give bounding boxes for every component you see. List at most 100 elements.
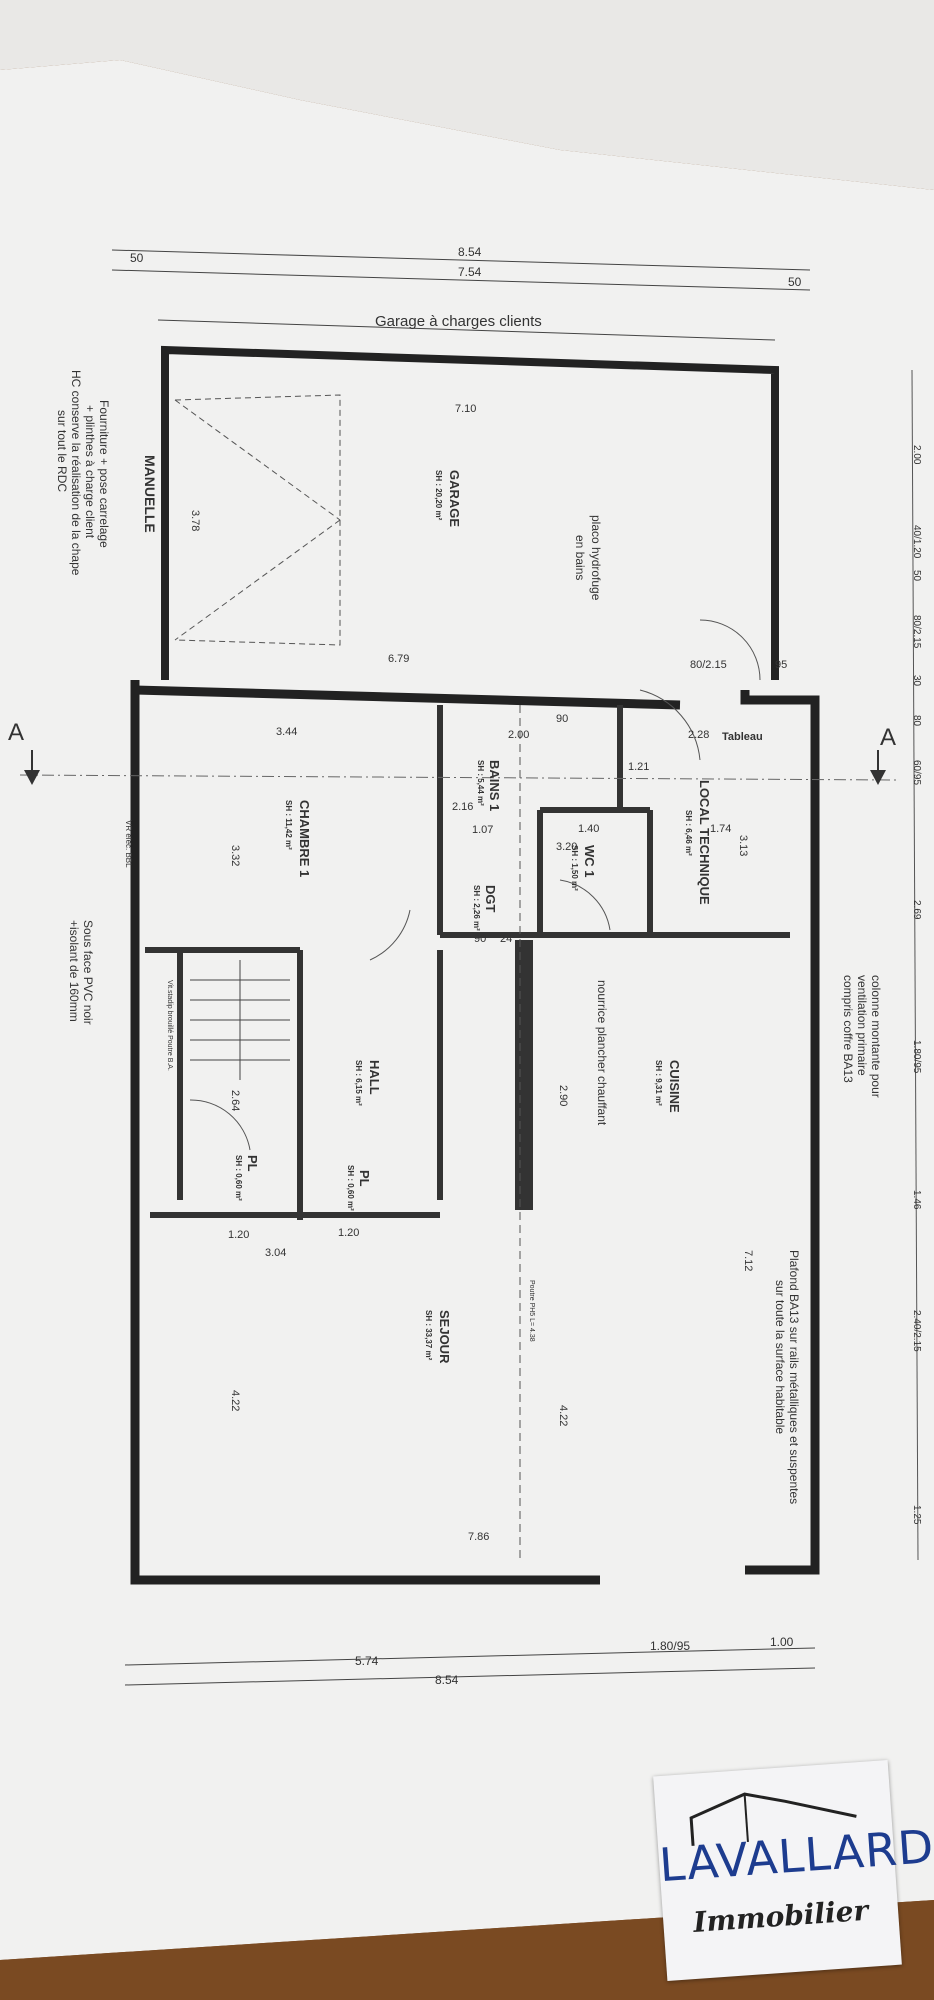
right-dim-line [911,369,919,1561]
dim-inner-332: 3.32 [229,845,241,866]
label-colonne3: compris coffre BA13 [841,975,855,1083]
room-cuisine-area: SH : 9,31 m² [654,1060,663,1106]
section-mark-right: A [880,724,896,751]
label-sous-face1: Sous face PVC noir [81,920,95,1025]
room-chambre-area: SH : 11,42 m² [284,800,293,850]
dim-inner-120a: 1.20 [228,1229,249,1241]
room-pl1-name: PL [245,1155,260,1172]
label-vr: VR élec. BBL [124,820,133,868]
dim-inner-228: 2.28 [688,729,709,741]
room-chambre-name: CHAMBRE 1 [297,800,312,877]
dim-right-4: 80/2.15 [911,615,922,649]
logo-subtitle: Immobilier [692,1893,870,1939]
room-bains-area: SH : 5,44 m² [476,760,485,806]
stairs [190,960,290,1080]
section-marks: A A [8,719,896,785]
room-hall-name: HALL [367,1060,382,1095]
label-plafond1: Plafond BA13 sur rails métalliques et su… [787,1250,801,1504]
label-fourniture2: + plinthes à charge client [83,405,97,539]
right-dimensions: 2.00 40/1.20 50 80/2.15 30 80 60/95 2.69… [911,445,922,1525]
dim-right-9: 1.80/95 [911,1040,922,1074]
dim-inner-24: 24 [500,933,512,945]
bottom-dimensions [124,1647,816,1686]
dim-right-6: 80 [911,715,922,727]
dim-top-4: 50 [788,275,802,289]
dim-inner-422b: 4.22 [229,1390,241,1411]
label-placo2: en bains [573,535,587,580]
dim-bottom-2: 8.54 [435,1673,459,1687]
annotations: MANUELLE placo hydrofuge en bains Tablea… [55,370,883,1504]
dim-inner-107: 1.07 [472,824,493,836]
label-poutre: Poutre PH5 L= 4.38 [528,1280,535,1342]
dim-right-8: 2.69 [911,900,922,920]
label-colonne2: ventilation primaire [855,975,869,1076]
dim-inner-216: 2.16 [452,801,473,813]
garage-door-line1 [174,399,341,521]
room-wc-area: SH : 1,50 m² [570,845,579,891]
dim-inner-378: 3.78 [189,510,201,531]
dim-inner-120b: 1.20 [338,1227,359,1239]
dim-inner-344: 3.44 [276,726,297,738]
dim-inner-710: 7.10 [455,403,476,415]
room-labels: GARAGE SH : 20,20 m² LOCAL TECHNIQUE SH … [234,470,712,1364]
label-fourniture1: Fourniture + pose carrelage [97,400,111,548]
section-line [19,774,901,781]
dim-inner-313: 3.13 [737,835,749,856]
room-bains-name: BAINS 1 [487,760,502,811]
room-pl2-area: SH : 0,60 m² [346,1165,355,1211]
room-local-name: LOCAL TECHNIQUE [697,780,712,905]
dim-right-5: 30 [911,675,922,687]
label-manuelle: MANUELLE [142,455,158,533]
dim-inner-200: 2.00 [508,729,529,741]
room-wc-name: WC 1 [582,845,597,878]
top-dimensions [111,249,811,341]
poutre-beam [515,940,533,1210]
dim-right-2: 40/1.20 [911,525,922,559]
door-arcs [189,619,761,1151]
plan-top-title: Garage à charges clients [375,313,542,330]
garage-door-line2 [174,519,341,641]
room-pl2-name: PL [357,1170,372,1187]
back-paper [0,0,934,190]
room-cuisine-name: CUISINE [667,1060,682,1113]
dim-right-7: 60/95 [911,760,922,785]
room-sejour-name: SEJOUR [437,1310,452,1364]
room-garage-area: SH : 20,20 m² [434,470,443,521]
room-sejour-area: SH : 33,37 m² [424,1310,433,1361]
dim-bottom-1: 5.74 [355,1654,379,1668]
dim-bottom-4: 1.00 [770,1635,794,1649]
lavallard-logo: LAVALLARD Immobilier [653,1760,934,1981]
dim-top-2: 8.54 [458,245,482,259]
dim-bottom-3: 1.80/95 [650,1639,690,1653]
roof-icon [689,1792,857,1846]
label-plafond2: sur toute la surface habitable [773,1280,787,1434]
dim-right-11: 2.40/2.15 [911,1310,922,1352]
dim-inner-786: 7.86 [468,1531,489,1543]
label-colonne1: colonne montante pour [869,975,883,1098]
garage-walls [161,345,779,680]
room-pl1-area: SH : 0,60 m² [234,1155,243,1201]
label-placo: placo hydrofuge [589,515,603,601]
dim-inner-95: 95 [775,659,787,671]
dim-inner-679: 6.79 [388,653,409,665]
dim-inner-264: 2.64 [229,1090,241,1111]
label-vit: Vit.stadip brouillé Poutre B.A. [166,980,173,1071]
room-hall-area: SH : 6,15 m² [354,1060,363,1106]
dim-top-3: 7.54 [458,265,482,279]
house-walls [130,680,820,1585]
dim-right-3: 50 [911,570,922,582]
room-garage-name: GARAGE [447,470,462,527]
dim-inner-320: 3.20 [556,841,577,853]
dim-inner-290: 2.90 [557,1085,569,1106]
dim-inner-304: 3.04 [265,1247,286,1259]
room-dgt-name: DGT [483,885,498,913]
label-fourniture4: sur tout le RDC [55,410,69,492]
main-paper [0,60,934,1960]
dim-right-10: 1.46 [911,1190,922,1210]
label-nourrice: nourrice plancher chauffant [595,980,609,1126]
dim-top-1: 50 [130,251,144,265]
dim-inner-712: 7.12 [742,1250,754,1271]
dim-right-1: 2.00 [911,445,922,465]
section-mark-left: A [8,719,24,746]
